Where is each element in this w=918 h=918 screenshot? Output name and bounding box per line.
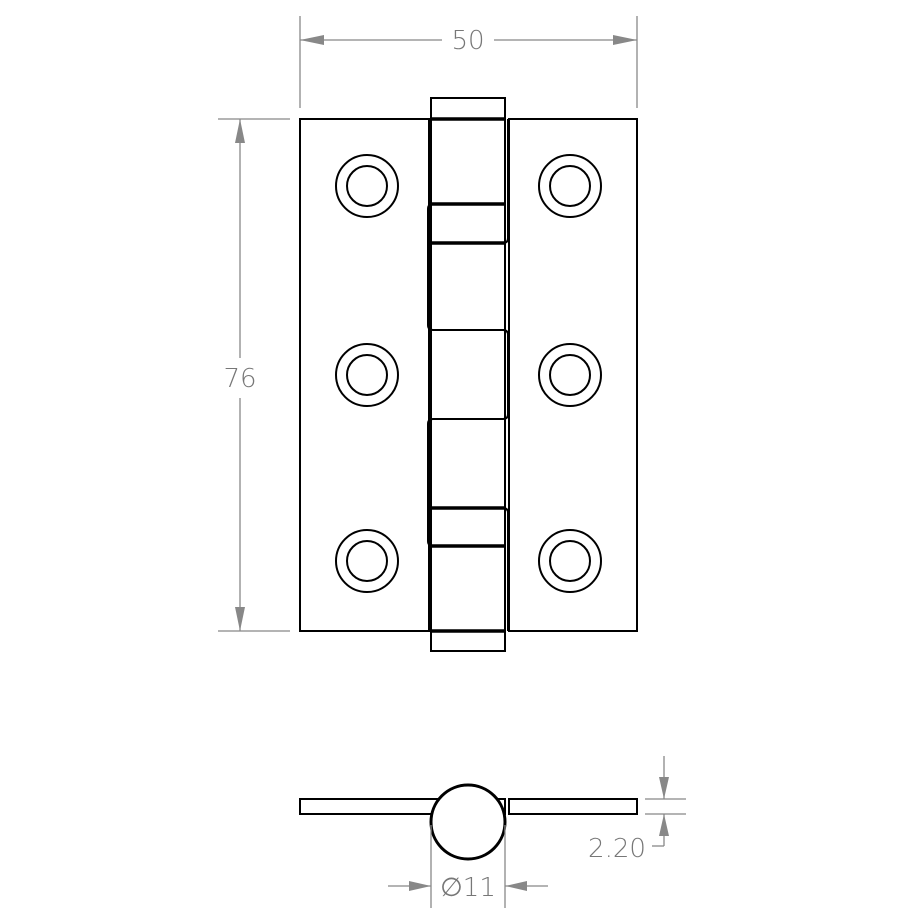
screw-hole [538, 154, 602, 218]
screw-hole [335, 343, 399, 407]
left-leaf-edge [299, 798, 506, 815]
height-dimension: 76 [218, 118, 290, 632]
diameter-label: ∅11 [440, 873, 496, 903]
right-leaf [508, 118, 638, 632]
height-label: 76 [223, 364, 256, 394]
screw-hole [538, 529, 602, 593]
knuckle-body [430, 97, 506, 652]
screw-hole [335, 529, 399, 593]
side-view [299, 783, 638, 861]
screw-hole [335, 154, 399, 218]
diameter-dimension: ∅11 [388, 825, 548, 908]
knuckle-section [429, 783, 507, 861]
width-dimension: 50 [299, 16, 638, 108]
left-leaf [299, 118, 430, 632]
screw-holes [335, 154, 602, 593]
knuckle [427, 97, 509, 652]
thickness-label: 2.20 [588, 834, 646, 864]
screw-hole [538, 343, 602, 407]
front-view [299, 97, 638, 652]
width-label: 50 [451, 26, 484, 56]
thickness-dimension: 2.20 [588, 756, 686, 864]
right-leaf-edge [508, 798, 638, 815]
